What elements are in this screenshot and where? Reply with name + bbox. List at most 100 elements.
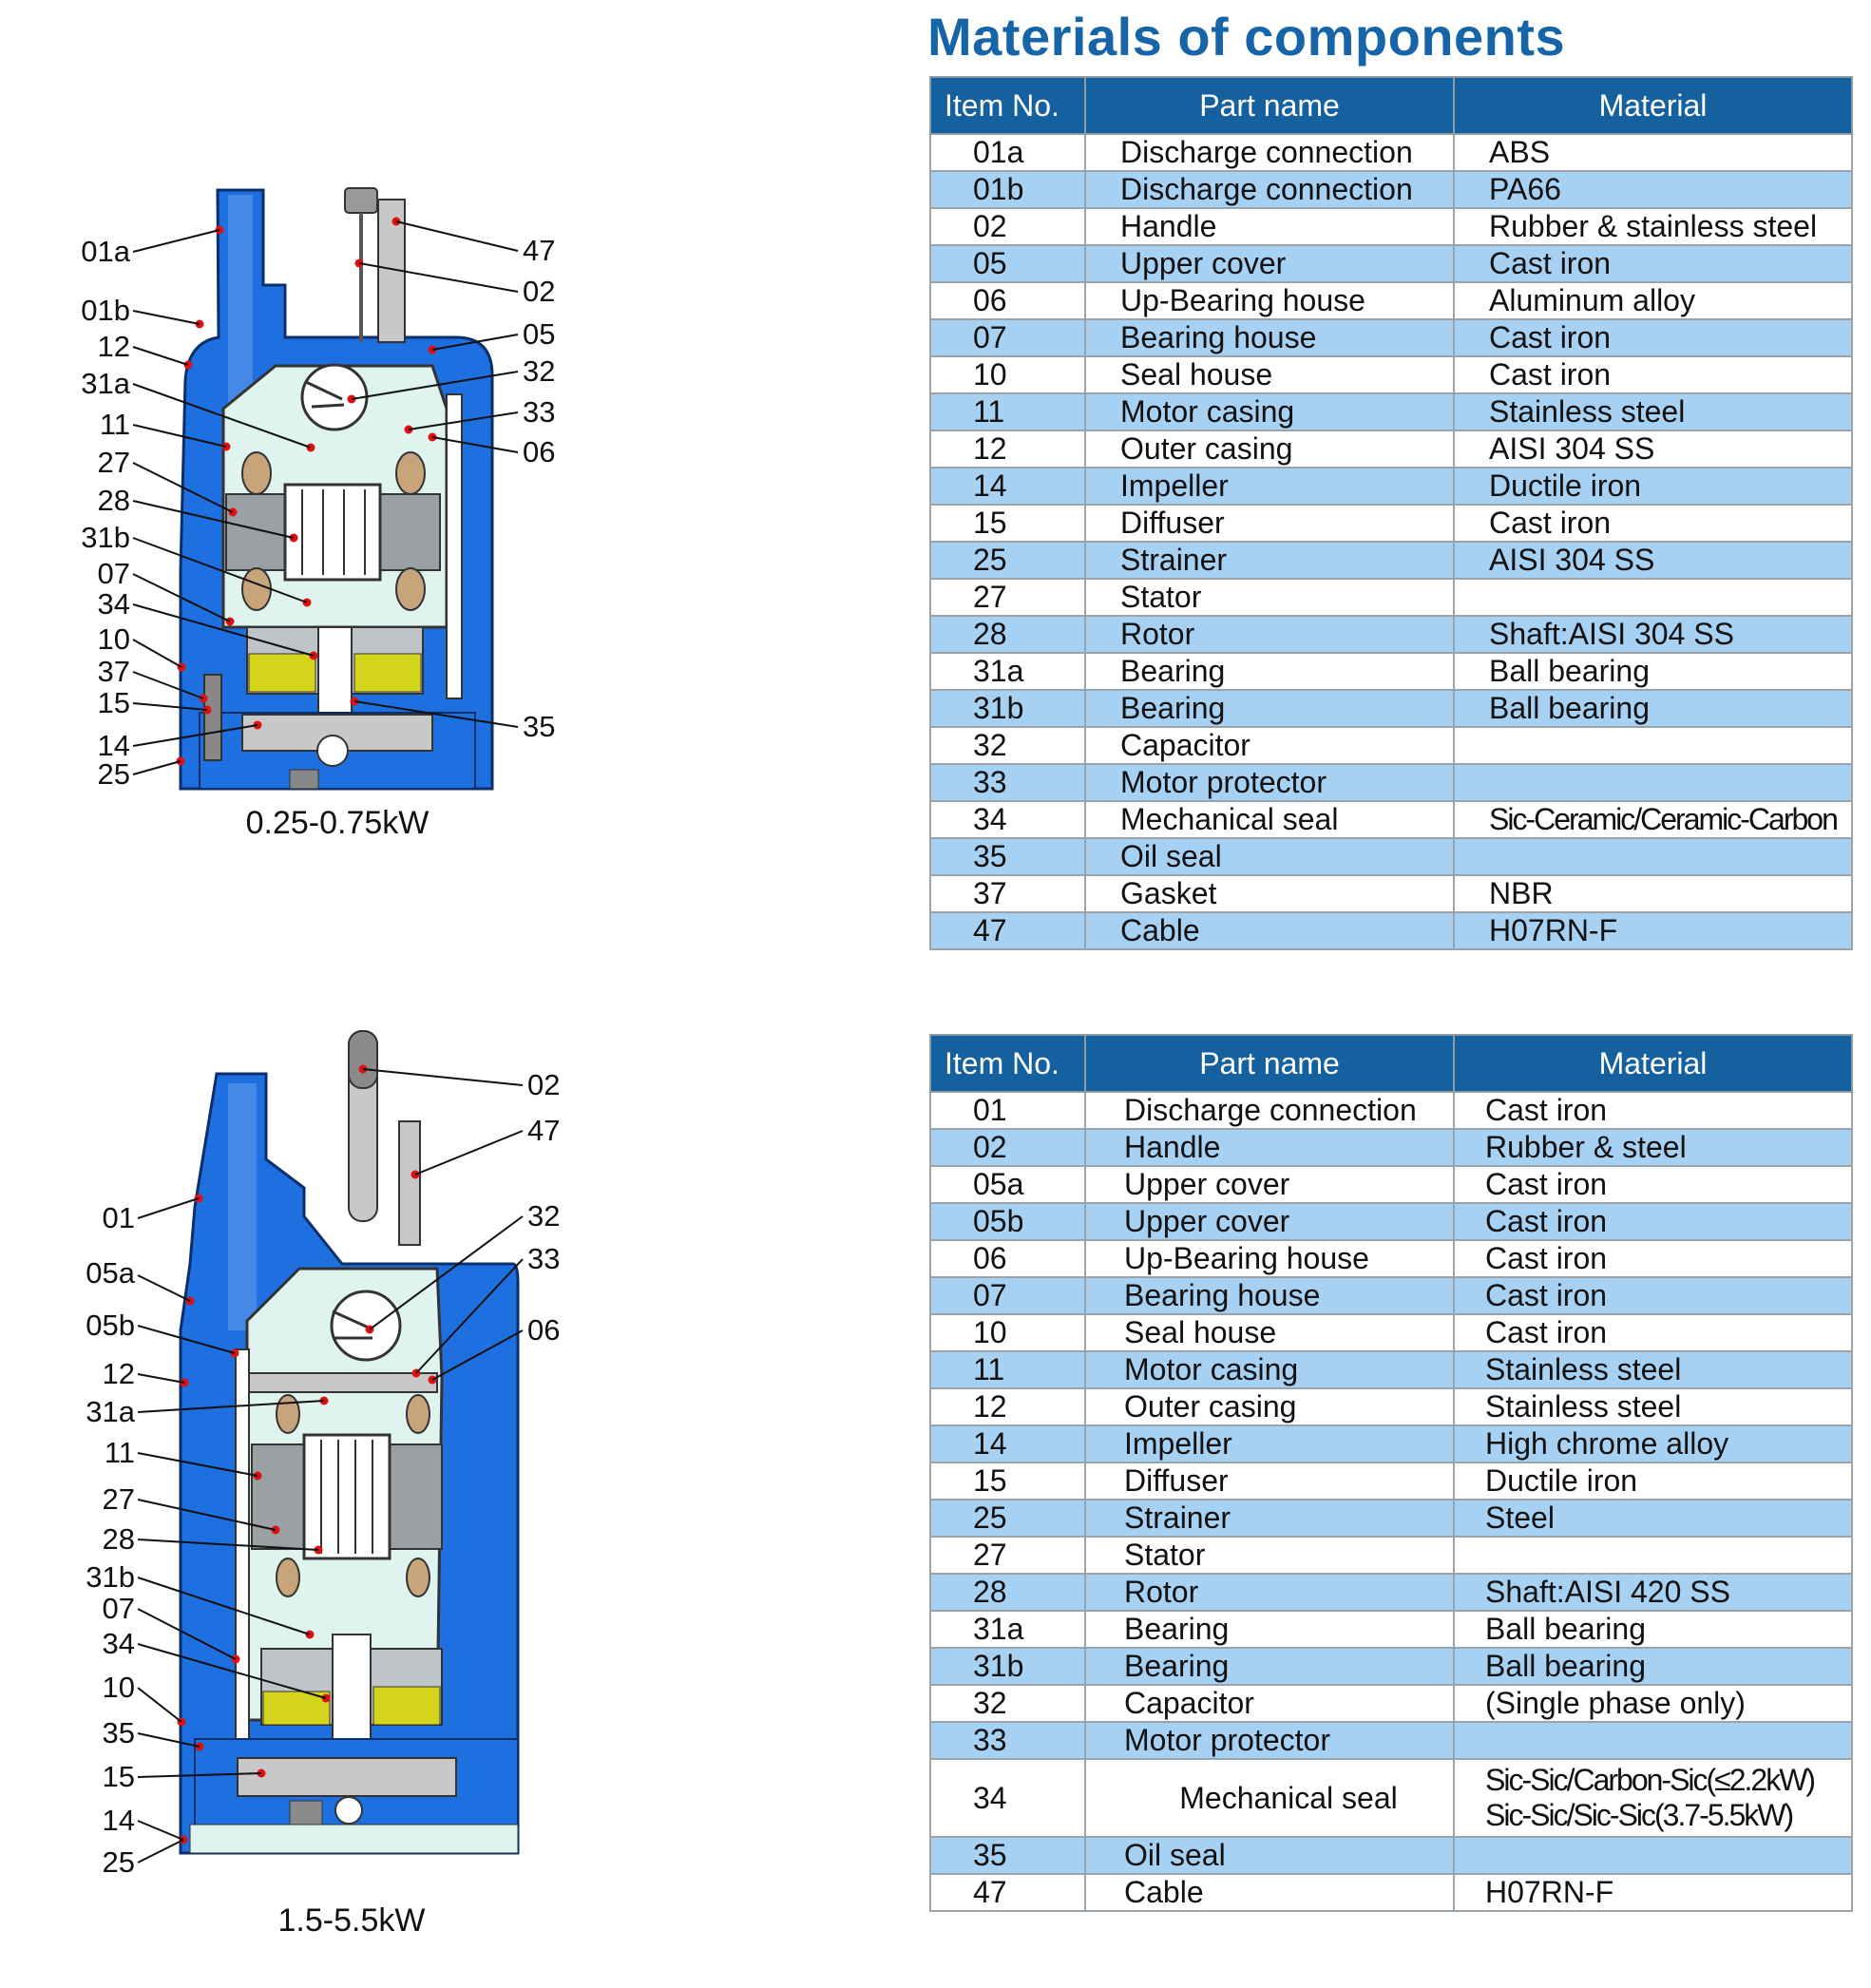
part-name: Diffuser xyxy=(1084,504,1455,543)
label-32: 32 xyxy=(527,1199,560,1233)
label-47: 47 xyxy=(527,1114,560,1147)
part-name: Upper cover xyxy=(1084,1165,1455,1204)
header-material: Material xyxy=(1453,1034,1853,1093)
item-no: 05 xyxy=(929,244,1086,283)
material: Cast iron xyxy=(1453,318,1853,357)
part-name: Impeller xyxy=(1084,1424,1455,1463)
item-no: 14 xyxy=(929,467,1086,506)
item-no: 01b xyxy=(929,170,1086,209)
material: ABS xyxy=(1453,133,1853,172)
label-07: 07 xyxy=(98,557,130,590)
label-11: 11 xyxy=(105,1436,135,1469)
label-28: 28 xyxy=(98,484,130,517)
material-line: Sic-Sic/Sic-Sic(3.7-5.5kW) xyxy=(1485,1798,1794,1832)
pump-large-cross-section: 01 05a 05b 12 31a 11 27 28 31b 07 34 10 … xyxy=(86,1030,560,1939)
material: Ball bearing xyxy=(1453,652,1853,691)
label-37: 37 xyxy=(98,655,130,688)
part-name: Impeller xyxy=(1084,467,1455,506)
item-no: 02 xyxy=(929,207,1086,246)
material: Cast iron xyxy=(1453,1276,1853,1315)
material-line: Sic-Sic/Carbon-Sic(≤2.2kW) xyxy=(1485,1763,1816,1797)
pump-diagrams: 01a 01b 12 31a 11 27 28 31b 07 34 10 37 … xyxy=(81,187,560,1939)
item-no: 31b xyxy=(929,1647,1086,1686)
part-name: Bearing xyxy=(1084,1610,1455,1649)
item-no: 12 xyxy=(929,1387,1086,1426)
part-name: Bearing xyxy=(1084,652,1455,691)
material: Cast iron xyxy=(1453,244,1853,283)
part-name: Mechanical seal xyxy=(1084,1758,1455,1838)
label-11: 11 xyxy=(100,408,130,441)
material: Stainless steel xyxy=(1453,392,1853,431)
item-no: 07 xyxy=(929,318,1086,357)
item-no: 06 xyxy=(929,1239,1086,1278)
item-no: 31b xyxy=(929,689,1086,728)
label-06: 06 xyxy=(527,1313,560,1347)
part-name: Bearing house xyxy=(1084,318,1455,357)
label-14: 14 xyxy=(103,1804,135,1837)
material xyxy=(1453,726,1853,765)
leader-lines xyxy=(132,220,519,775)
material: Aluminum alloy xyxy=(1453,281,1853,320)
label-34: 34 xyxy=(98,587,130,621)
part-name: Upper cover xyxy=(1084,1202,1455,1241)
table-header-row: Item No. Part name Material xyxy=(929,1034,1853,1093)
item-no: 33 xyxy=(929,763,1086,802)
table-row: 34 Mechanical seal Sic-Sic/Carbon-Sic(≤2… xyxy=(929,1758,1853,1838)
label-33: 33 xyxy=(527,1242,560,1275)
material: H07RN-F xyxy=(1453,911,1853,950)
material: (Single phase only) xyxy=(1453,1684,1853,1723)
item-no: 05a xyxy=(929,1165,1086,1204)
material: High chrome alloy xyxy=(1453,1424,1853,1463)
part-name: Bearing house xyxy=(1084,1276,1455,1315)
label-15: 15 xyxy=(98,686,130,719)
item-no: 28 xyxy=(929,615,1086,654)
label-05b: 05b xyxy=(86,1309,135,1342)
label-34: 34 xyxy=(103,1627,135,1660)
material: Sic-Ceramic/Ceramic-Carbon xyxy=(1453,800,1853,839)
label-14: 14 xyxy=(98,729,130,762)
item-no: 06 xyxy=(929,281,1086,320)
item-no: 15 xyxy=(929,1462,1086,1501)
part-name: Up-Bearing house xyxy=(1084,281,1455,320)
item-no: 05b xyxy=(929,1202,1086,1241)
material: Rubber & steel xyxy=(1453,1128,1853,1167)
material xyxy=(1453,1536,1853,1575)
label-32: 32 xyxy=(523,354,555,388)
part-name: Cable xyxy=(1084,1873,1455,1912)
part-name: Stator xyxy=(1084,1536,1455,1575)
item-no: 32 xyxy=(929,726,1086,765)
part-name: Strainer xyxy=(1084,1499,1455,1538)
item-no: 37 xyxy=(929,874,1086,913)
part-name: Cable xyxy=(1084,911,1455,950)
item-no: 31a xyxy=(929,652,1086,691)
item-no: 32 xyxy=(929,1684,1086,1723)
label-25: 25 xyxy=(103,1845,135,1879)
part-name: Bearing xyxy=(1084,1647,1455,1686)
part-name: Capacitor xyxy=(1084,726,1455,765)
material: Cast iron xyxy=(1453,355,1853,394)
label-31a: 31a xyxy=(86,1395,135,1428)
part-name: Stator xyxy=(1084,578,1455,617)
material: Steel xyxy=(1453,1499,1853,1538)
